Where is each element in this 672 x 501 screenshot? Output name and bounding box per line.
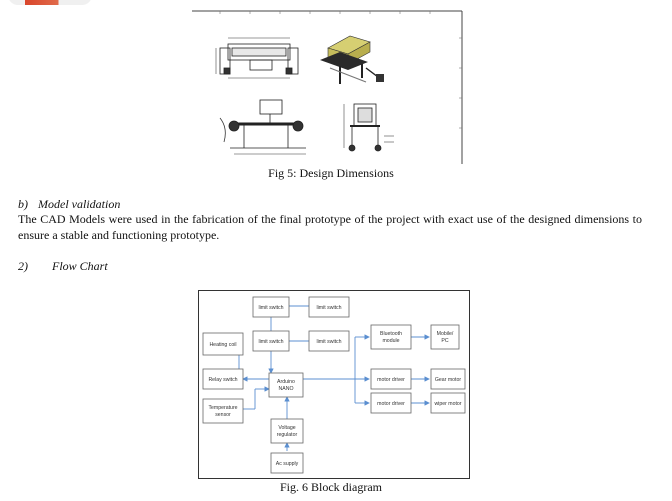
cad-top-view — [215, 37, 299, 79]
label-arduino-1: Arduino — [277, 379, 295, 385]
label-limit-switch-1: limit switch — [258, 305, 283, 311]
label-gear-motor: Gear motor — [435, 377, 462, 383]
label-motor-driver-1: motor driver — [377, 377, 405, 383]
block-arduino — [268, 372, 304, 398]
cad-front-view — [343, 103, 394, 152]
block-gear-motor — [430, 368, 466, 390]
section-b-title: Model validation — [38, 197, 121, 211]
section-2-heading: 2) Flow Chart — [18, 259, 108, 274]
block-mobile-pc — [430, 324, 460, 350]
block-bluetooth — [370, 324, 412, 350]
cad-isometric-view — [320, 35, 384, 84]
figure-5-caption: Fig 5: Design Dimensions — [268, 166, 394, 180]
block-relay-switch — [202, 368, 244, 390]
section-2-title: Flow Chart — [52, 259, 108, 273]
block-heating-coil — [202, 332, 244, 356]
label-heating-coil: Heating coil — [209, 342, 236, 348]
label-wiper-motor: wiper motor — [434, 401, 461, 407]
label-voltage-2: regulator — [277, 432, 298, 438]
label-bluetooth-1: Bluetooth — [380, 331, 402, 337]
label-limit-switch-2: limit switch — [316, 305, 341, 311]
block-temperature-sensor — [202, 398, 244, 424]
block-motor-driver-2 — [370, 392, 412, 414]
label-voltage-1: Voltage — [278, 425, 295, 431]
block-ac-supply — [270, 452, 304, 474]
block-wiper-motor — [430, 392, 466, 414]
block-diagram: limit switch limit switch limit switch l… — [202, 296, 466, 474]
block-diagram-frame: limit switch limit switch limit switch l… — [198, 290, 470, 479]
label-bluetooth-2: module — [382, 338, 399, 344]
label-mobile-2: PC — [441, 338, 448, 344]
model-validation-paragraph: The CAD Models were used in the fabricat… — [18, 212, 642, 242]
logo-fragment — [8, 0, 92, 5]
block-voltage-regulator — [270, 418, 304, 444]
label-arduino-2: NANO — [279, 386, 294, 392]
block-limit-switch-3 — [252, 330, 290, 352]
block-limit-switch-2 — [308, 296, 350, 318]
section-b-number: b) — [18, 197, 28, 211]
block-limit-switch-4 — [308, 330, 350, 352]
cad-side-view — [219, 99, 306, 155]
section-b-heading: b) Model validation — [18, 197, 120, 212]
label-temperature-1: Temperature — [208, 405, 237, 411]
block-limit-switch-1 — [252, 296, 290, 318]
block-motor-driver-1 — [370, 368, 412, 390]
section-2-number: 2) — [18, 259, 28, 273]
label-mobile-1: Mobile/ — [437, 331, 454, 337]
label-ac-supply: Ac supply — [276, 461, 299, 467]
label-limit-switch-3: limit switch — [258, 339, 283, 345]
label-relay-switch: Relay switch — [208, 377, 237, 383]
label-temperature-2: sensor — [215, 412, 231, 418]
label-motor-driver-2: motor driver — [377, 401, 405, 407]
label-limit-switch-4: limit switch — [316, 339, 341, 345]
figure-6-caption: Fig. 6 Block diagram — [280, 480, 382, 494]
cad-drawing-figure — [190, 8, 464, 164]
